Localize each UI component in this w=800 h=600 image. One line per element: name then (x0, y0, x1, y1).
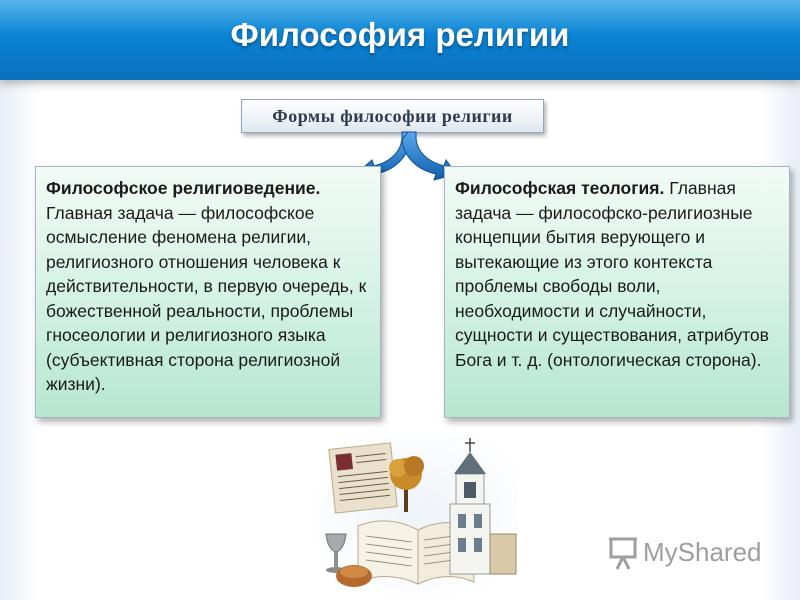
left-edge-shade (0, 80, 40, 600)
title-bar: Философия религии (0, 0, 800, 80)
right-panel-heading: Философская теология. (455, 178, 665, 198)
forms-label-box: Формы философии религии (241, 99, 544, 133)
watermark-text: MyShared (643, 537, 762, 567)
right-panel-body: Главная задача — философско-религиозные … (455, 178, 769, 370)
watermark: MyShared (607, 533, 767, 573)
religion-collage-image (318, 434, 518, 594)
presentation-board-icon (609, 537, 637, 570)
left-panel-heading: Философское религиоведение. (46, 178, 321, 198)
right-panel: Философская теология. Главная задача — ф… (444, 166, 790, 418)
left-panel: Философское религиоведение. Главная зада… (35, 166, 381, 418)
slide-title: Философия религии (230, 16, 570, 53)
left-panel-body: Главная задача — философское осмысление … (46, 202, 367, 395)
